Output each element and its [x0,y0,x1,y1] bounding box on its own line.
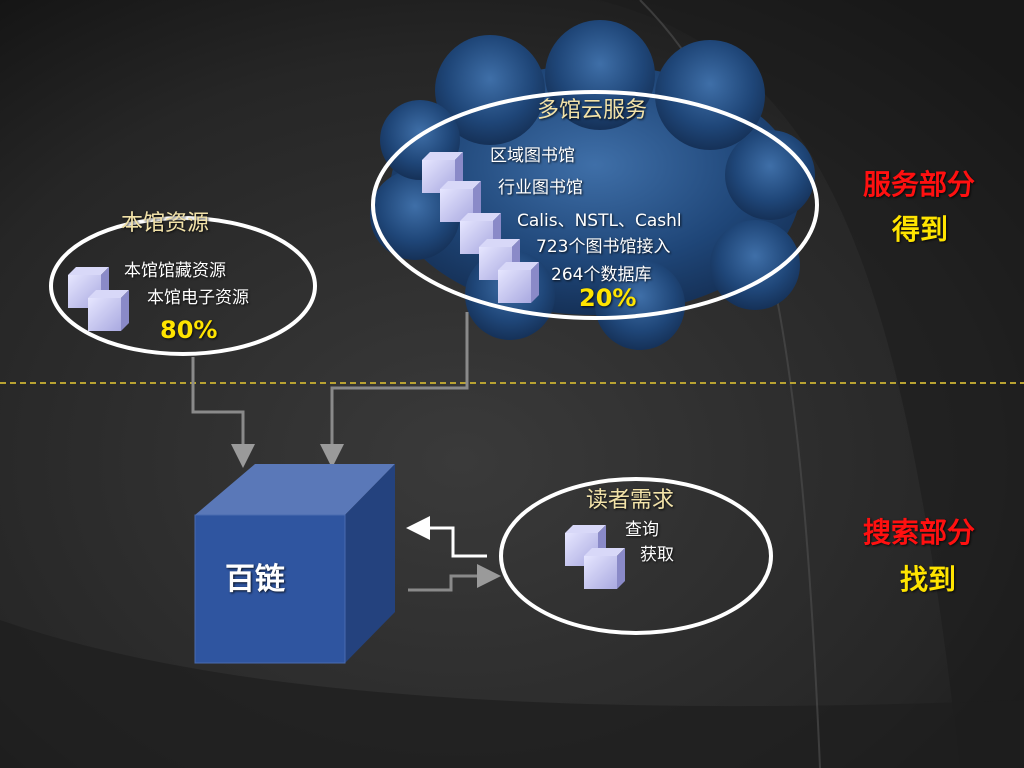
local-resources-percent: 80% [160,316,218,344]
cloud-services-item: 行业图书馆 [498,178,583,198]
reader-needs-item: 获取 [640,545,674,565]
cloud-services-percent: 20% [579,284,637,312]
reader-needs-title: 读者需求 [586,488,675,513]
cloud-services-item: 264个数据库 [551,265,652,285]
background-swoosh-right [600,0,1024,768]
local-resources-title: 本馆资源 [121,211,210,236]
local-resources-item: 本馆馆藏资源 [124,261,226,281]
small-cube-icon [498,262,539,303]
local-resources-item: 本馆电子资源 [147,288,249,308]
arrow-core-to-reader [408,564,501,592]
small-cube-icon [440,181,481,222]
search-part-label: 搜索部分 [863,516,976,549]
reader-needs-item: 查询 [625,520,659,540]
cloud-services-item: 723个图书馆接入 [536,237,671,257]
cloud-services-ellipse [371,90,819,320]
local-resources-ellipse [49,216,317,356]
core-label: 百链 [225,562,285,597]
connector-local-to-core [191,357,255,468]
connector-cloud-to-core [320,312,469,468]
cloud-services-title: 多馆云服务 [537,98,648,123]
core-cube [194,464,395,664]
service-part-label: 服务部分 [863,168,976,201]
service-result-label: 得到 [892,213,949,246]
cloud-services-item: 区域图书馆 [490,146,575,166]
small-cubes [68,152,625,589]
arrow-reader-to-core [406,516,487,558]
small-cube-icon [584,548,625,589]
background-swoosh-bottom [0,620,1024,768]
search-result-label: 找到 [900,563,957,596]
cloud-services-item: Calis、NSTL、Cashl [517,211,682,231]
reader-needs-ellipse [499,477,773,635]
small-cube-icon [88,290,129,331]
